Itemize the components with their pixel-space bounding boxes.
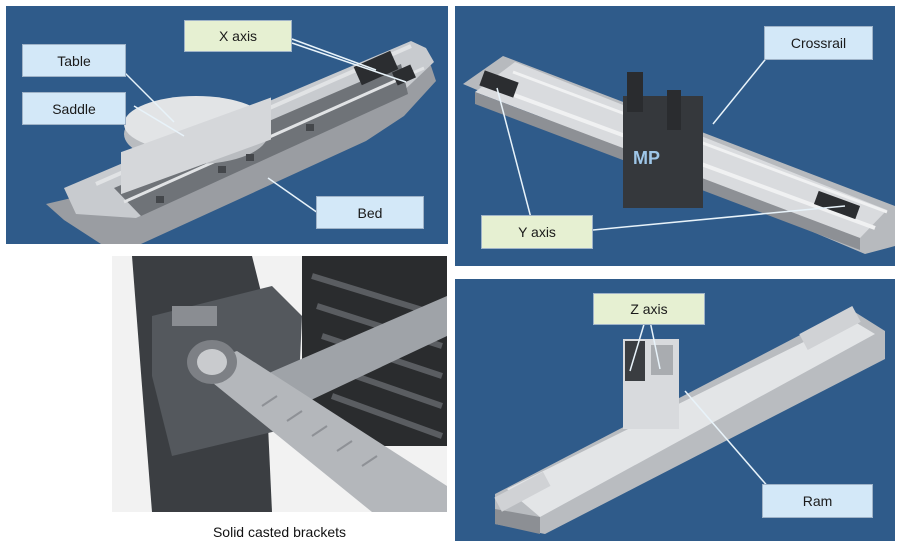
y-axis-label: Y axis	[481, 215, 593, 249]
crossrail-label: Crossrail	[764, 26, 873, 60]
saddle-label: Saddle	[22, 92, 126, 125]
table-label: Table	[22, 44, 126, 77]
photo-caption: Solid casted brackets	[212, 524, 347, 540]
x-axis-label: X axis	[184, 20, 292, 52]
bracket-photo	[112, 256, 447, 512]
z-axis-label: Z axis	[593, 293, 705, 325]
ram-label: Ram	[762, 484, 873, 518]
ram-panel: Z axis Ram	[455, 279, 895, 541]
bed-assembly-panel: Table Saddle X axis Bed	[6, 6, 448, 244]
ram-illustration	[494, 305, 885, 534]
bed-label: Bed	[316, 196, 424, 229]
bracket-photo-illustration	[132, 256, 447, 512]
crossrail-illustration: MP	[463, 49, 895, 254]
crossrail-panel: MP Crossrail Y axis	[455, 6, 895, 266]
bed-assembly-illustration	[46, 38, 436, 244]
mp-logo: MP	[633, 148, 660, 168]
